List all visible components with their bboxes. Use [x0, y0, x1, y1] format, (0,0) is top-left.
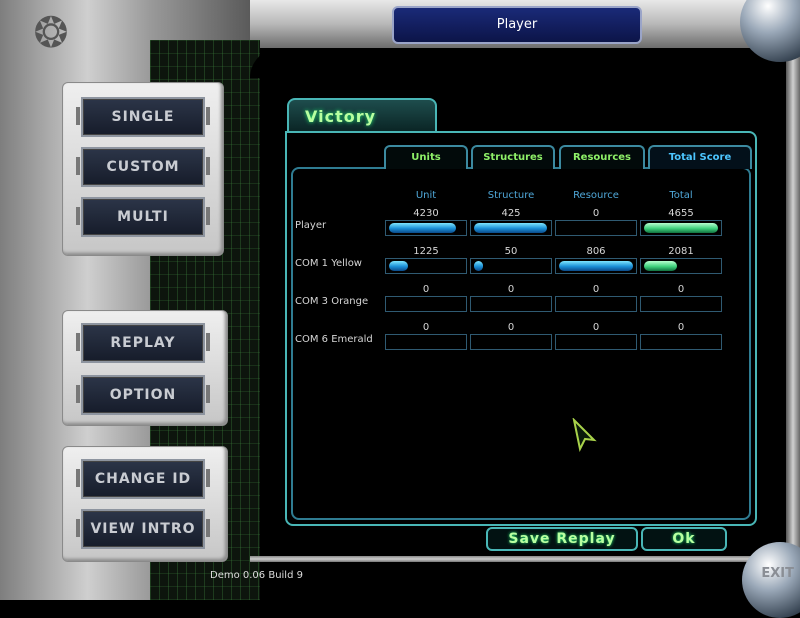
menu-group-settings: REPLAY OPTION — [62, 310, 228, 426]
right-chrome-rail — [786, 40, 800, 560]
score-bar — [644, 223, 718, 233]
single-button[interactable]: SINGLE — [76, 97, 210, 137]
multi-button[interactable]: MULTI — [76, 197, 210, 237]
tab-structures[interactable]: Structures — [471, 145, 555, 169]
view-intro-button[interactable]: VIEW INTRO — [76, 509, 210, 549]
screen-area-top — [250, 48, 800, 78]
score-value: 0 — [677, 284, 685, 295]
replay-button[interactable]: REPLAY — [76, 323, 210, 363]
score-value: 806 — [586, 246, 606, 257]
score-value: 1225 — [413, 246, 439, 257]
row-label: COM 1 Yellow — [295, 258, 362, 269]
results-panel — [285, 131, 757, 526]
score-value: 4655 — [668, 208, 694, 219]
score-bar-cell — [470, 296, 552, 312]
score-bar-cell — [640, 296, 722, 312]
row-label: COM 3 Orange — [295, 296, 369, 307]
score-value: 0 — [592, 208, 600, 219]
tab-units[interactable]: Units — [384, 145, 468, 169]
column-header-structure: Structure — [487, 190, 535, 201]
bottom-chrome-bar — [250, 556, 800, 562]
score-bar-cell — [555, 220, 637, 236]
cursor-arrow-icon — [572, 418, 597, 452]
score-value: 50 — [504, 246, 518, 257]
score-value: 0 — [422, 284, 430, 295]
score-bar-cell — [555, 334, 637, 350]
window-title: Player — [392, 6, 642, 44]
row-label: Player — [295, 220, 327, 231]
score-bar — [644, 261, 677, 271]
exit-button[interactable]: EXIT — [761, 566, 794, 581]
score-value: 0 — [677, 322, 685, 333]
score-value: 4230 — [413, 208, 439, 219]
column-header-unit: Unit — [415, 190, 437, 201]
score-value: 0 — [592, 322, 600, 333]
menu-group-play: SINGLE CUSTOM MULTI — [62, 82, 224, 256]
score-value: 0 — [507, 322, 515, 333]
score-bar — [474, 261, 483, 271]
score-bar-cell — [555, 296, 637, 312]
race-emblem-icon: ❂ — [33, 8, 69, 57]
score-value: 2081 — [668, 246, 694, 257]
version-label: Demo 0.06 Build 9 — [210, 570, 303, 581]
save-replay-button[interactable]: Save Replay — [486, 527, 638, 551]
ok-button[interactable]: Ok — [641, 527, 727, 551]
score-bar-cell — [640, 334, 722, 350]
score-value: 0 — [592, 284, 600, 295]
column-header-total: Total — [669, 190, 693, 201]
score-value: 0 — [422, 322, 430, 333]
change-id-button[interactable]: CHANGE ID — [76, 459, 210, 499]
score-bar-cell — [385, 334, 467, 350]
custom-button[interactable]: CUSTOM — [76, 147, 210, 187]
score-bar-cell — [470, 258, 552, 274]
score-bar — [559, 261, 633, 271]
option-button[interactable]: OPTION — [76, 375, 210, 415]
score-bar — [389, 223, 456, 233]
tab-total-score[interactable]: Total Score — [648, 145, 752, 169]
score-value: 0 — [507, 284, 515, 295]
row-label: COM 6 Emerald — [295, 334, 373, 345]
result-title: Victory — [287, 98, 437, 132]
score-bar — [389, 261, 408, 271]
menu-group-profile: CHANGE ID VIEW INTRO — [62, 446, 228, 562]
tab-resources[interactable]: Resources — [559, 145, 645, 169]
score-bar-cell — [385, 296, 467, 312]
score-bar — [474, 223, 547, 233]
score-value: 425 — [501, 208, 521, 219]
score-bar-cell — [470, 334, 552, 350]
column-header-resource: Resource — [573, 190, 619, 201]
